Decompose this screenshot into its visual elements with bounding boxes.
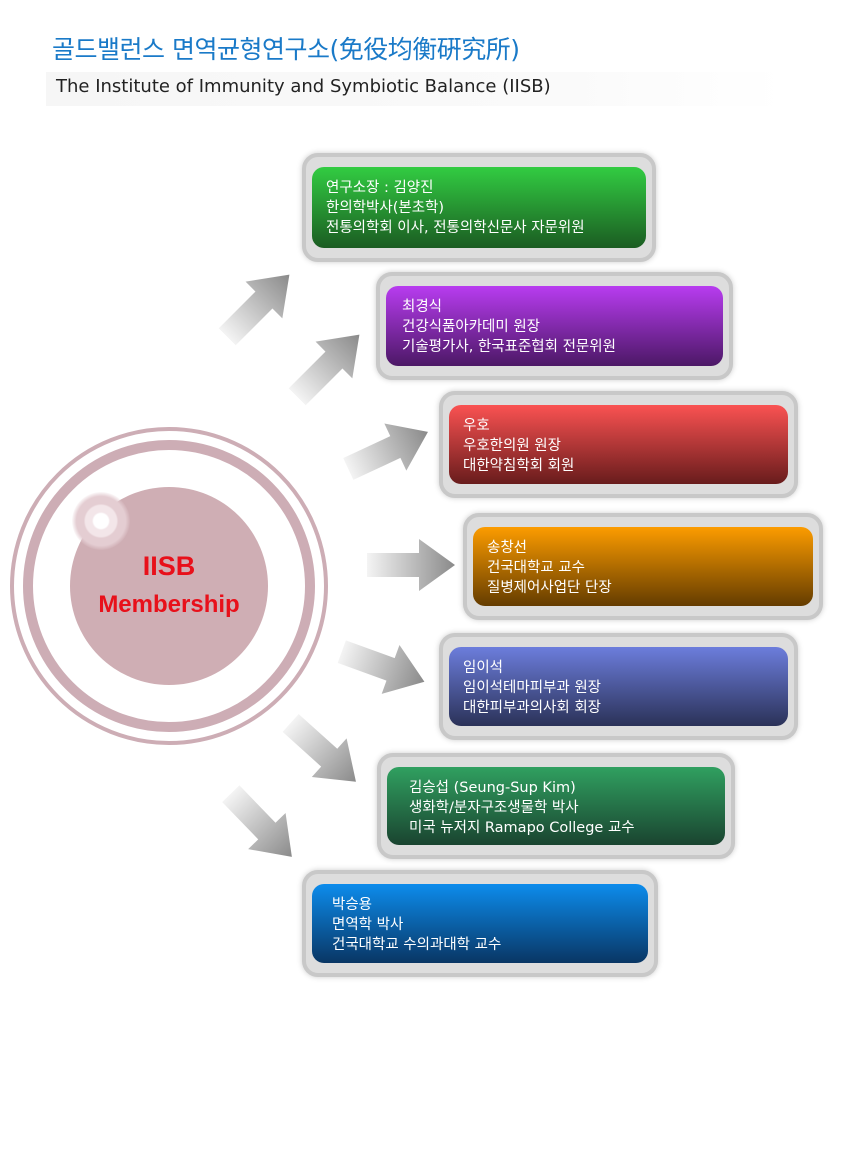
- inner-ring: [23, 440, 315, 732]
- member-name: 임이석: [463, 660, 504, 676]
- center-label-membership: Membership: [98, 591, 240, 618]
- member-detail: 건국대학교 수의과대학 교수: [332, 937, 502, 953]
- member-name: 연구소장 : 김양진: [326, 180, 434, 196]
- page-title-korean: 골드밸런스 면역균형연구소(免役均衡硏究所): [52, 35, 520, 64]
- member-detail: 생화학/분자구조생물학 박사: [409, 800, 579, 816]
- member-detail: 기술평가사, 한국표준협회 전문위원: [402, 339, 616, 355]
- member-detail: 대한피부과의사회 회장: [463, 700, 602, 716]
- center-label-iisb: IISB: [142, 551, 196, 581]
- member-detail: 대한약침학회 회원: [463, 458, 575, 474]
- member-detail: 미국 뉴저지 Ramapo College 교수: [409, 820, 635, 836]
- outer-ring: [10, 427, 328, 745]
- arrow-icon: [272, 702, 376, 804]
- member-detail: 임이석테마피부과 원장: [463, 680, 602, 696]
- arrow-icon: [211, 774, 314, 878]
- arrow-icon: [207, 253, 310, 356]
- member-detail: 질병제어사업단 단장: [487, 580, 612, 596]
- arrow-icon: [332, 625, 436, 708]
- member-detail: 한의학박사(본초학): [326, 200, 445, 216]
- member-detail: 건국대학교 교수: [487, 560, 585, 576]
- member-name: 송창선: [487, 540, 528, 556]
- arrow-icon: [336, 406, 441, 495]
- arrow-icon: [367, 537, 457, 593]
- member-detail: 건강식품아카데미 원장: [402, 319, 541, 335]
- glow-icon: [72, 492, 130, 550]
- member-name: 최경식: [402, 299, 443, 315]
- member-detail: 면역학 박사: [332, 917, 404, 933]
- member-detail: 우호한의원 원장: [463, 438, 561, 454]
- member-name: 김승섭 (Seung-Sup Kim): [409, 780, 576, 796]
- arrow-icon: [277, 313, 380, 416]
- page-title-english: The Institute of Immunity and Symbiotic …: [46, 72, 786, 106]
- member-detail: 전통의학회 이사, 전통의학신문사 자문위원: [326, 220, 585, 236]
- member-name: 박승용: [332, 897, 373, 913]
- member-name: 우호: [463, 418, 490, 434]
- membership-circle: IISB Membership: [10, 427, 328, 745]
